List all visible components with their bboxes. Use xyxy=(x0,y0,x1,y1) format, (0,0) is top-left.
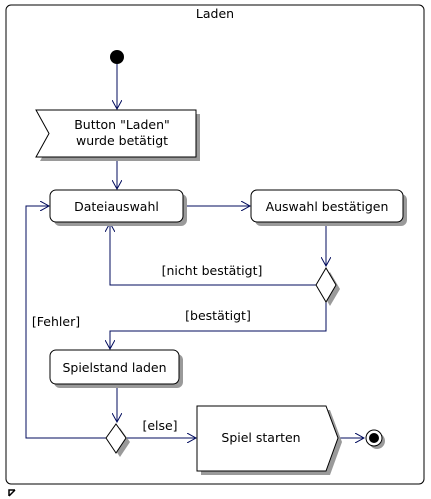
decision-node-load xyxy=(105,423,130,457)
guard-fehler: [Fehler] xyxy=(32,314,80,329)
edge-fehler xyxy=(25,206,106,439)
label-auswahl-bestaetigen: Auswahl bestätigen xyxy=(266,199,389,214)
final-node xyxy=(365,429,385,449)
corner-arrow-icon xyxy=(8,489,16,497)
guard-bestaetigt: [bestätigt] xyxy=(185,308,251,323)
guard-nicht-bestaetigt: [nicht bestätigt] xyxy=(162,263,263,278)
signal-line1: Button "Laden" xyxy=(74,117,170,132)
action-auswahl-bestaetigen: Auswahl bestätigen xyxy=(250,189,407,226)
signal-line2: wurde betätigt xyxy=(76,133,168,148)
action-spiel-starten: Spiel starten xyxy=(196,405,342,475)
initial-node xyxy=(110,50,124,64)
label-spiel-starten: Spiel starten xyxy=(221,430,300,445)
edge-nicht-bestaetigt xyxy=(110,223,316,286)
label-spielstand-laden: Spielstand laden xyxy=(62,360,166,375)
edges xyxy=(25,64,364,439)
decision-node-confirm xyxy=(315,267,340,306)
action-dateiauswahl: Dateiauswahl xyxy=(49,189,187,226)
signal-node: Button "Laden" wurde betätigt xyxy=(35,109,200,161)
action-spielstand-laden: Spielstand laden xyxy=(49,349,183,388)
edge-bestaetigt xyxy=(110,301,327,349)
frame-title: Laden xyxy=(196,6,234,21)
label-dateiauswahl: Dateiauswahl xyxy=(74,199,159,214)
guard-else: [else] xyxy=(142,418,177,433)
